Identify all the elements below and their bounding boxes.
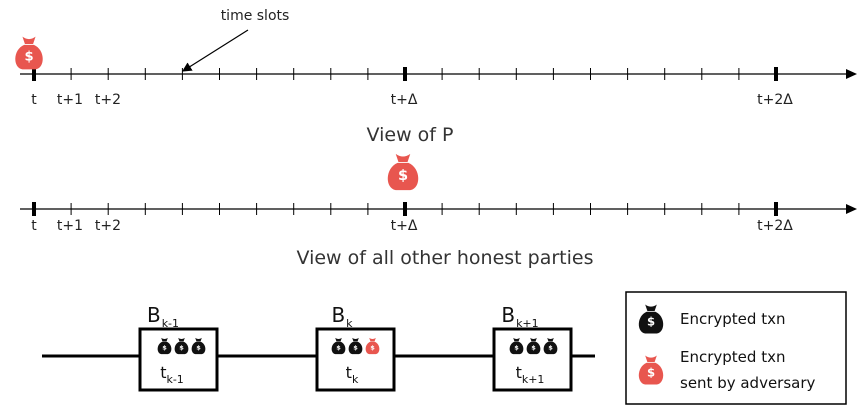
blockchain: Bk-1 tk-1 Bk tk Bk+1 tk+1 [42,303,595,392]
annotation-arrow [181,29,249,72]
tick-label-t-plus-2delta: t+2Δ [757,92,793,108]
block-timestamp: tk [346,363,359,386]
block-label: Bk-1 [147,303,179,330]
legend-box [625,291,847,405]
timeline-ticks [32,202,778,216]
block-k: Bk tk [315,303,396,392]
tick-label-t-plus-2delta: t+2Δ [757,218,793,234]
red-money-bag-icon [15,36,43,70]
block-label: Bk [331,303,353,330]
tick-label-t-plus-delta: t+Δ [391,92,418,108]
tick-label-t-plus-2: t+2 [95,218,121,234]
tick-label-t: t [31,218,37,234]
legend-label-encrypted-txn: Encrypted txn [680,310,785,328]
block-label: Bk+1 [501,303,538,330]
tick-label-t-plus-1: t+1 [57,218,83,234]
time-slots-annotation: time slots [221,8,290,24]
legend-label-adversary-line-1: Encrypted txn [680,348,785,366]
block-k-plus-1: Bk+1 tk+1 [492,303,573,392]
timeline-caption: View of all other honest parties [297,247,594,269]
tick-label-t-plus-delta: t+Δ [391,218,418,234]
timeline-ticks [32,67,778,81]
timeline-arrowhead [846,69,857,79]
timeline-caption: View of P [367,124,454,146]
block-box [138,327,219,392]
tick-label-t: t [31,92,37,108]
block-timestamp: tk-1 [160,363,184,386]
block-k-minus-1: Bk-1 tk-1 [138,303,219,392]
tick-label-t-plus-1: t+1 [57,92,83,108]
timeline-arrowhead [846,204,857,214]
legend-label-adversary-line-2: sent by adversary [680,374,816,392]
timeline-view-of-honest-parties: t t+1 t+2 t+Δ t+2Δ View of all other hon… [20,153,857,269]
red-money-bag-icon [387,153,419,191]
legend: Encrypted txn Encrypted txn sent by adve… [625,291,847,405]
tick-label-t-plus-2: t+2 [95,92,121,108]
block-timestamp: tk+1 [516,363,545,386]
timeline-view-of-p: t t+1 t+2 t+Δ t+2Δ View of P [15,36,857,146]
